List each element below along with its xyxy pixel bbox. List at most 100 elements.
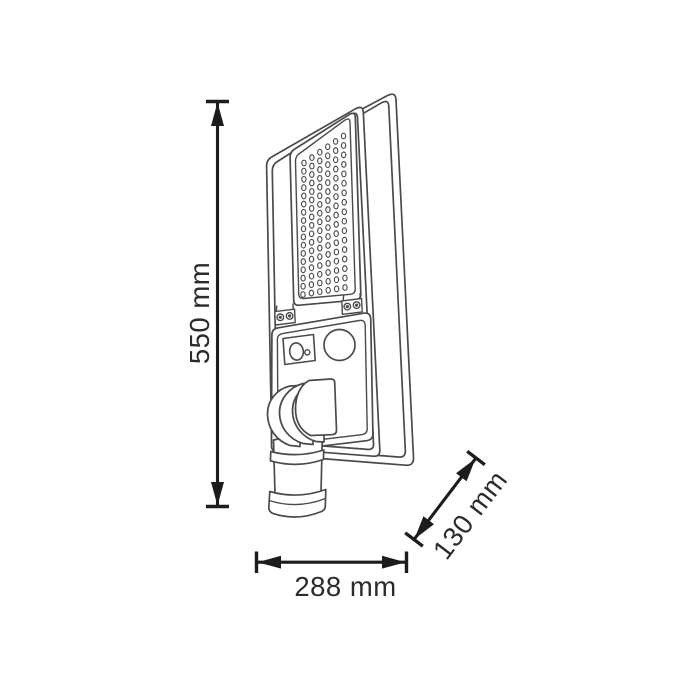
led-dot bbox=[301, 167, 307, 175]
depth-label: 130 mm bbox=[427, 465, 514, 565]
led-dot bbox=[317, 227, 323, 235]
switch-button bbox=[288, 342, 305, 361]
led-dot bbox=[308, 213, 315, 221]
led-dot bbox=[325, 170, 331, 178]
depth-extension-cap-upper bbox=[466, 449, 486, 467]
led-dot bbox=[333, 276, 340, 284]
dimension-width: 288 mm bbox=[254, 551, 409, 602]
led-dot bbox=[301, 184, 307, 192]
led-dot bbox=[308, 204, 315, 212]
led-dot bbox=[317, 201, 323, 208]
led-dot bbox=[317, 166, 323, 174]
led-dot bbox=[325, 242, 331, 249]
led-dot bbox=[300, 258, 307, 266]
width-label: 288 mm bbox=[294, 571, 396, 602]
led-dot bbox=[341, 236, 348, 244]
led-dot bbox=[324, 143, 331, 151]
led-dot bbox=[317, 235, 323, 243]
led-dot bbox=[341, 160, 347, 168]
led-dot bbox=[341, 198, 347, 206]
socket-top-ring bbox=[269, 449, 325, 466]
arrowhead-left-icon bbox=[257, 555, 281, 569]
led-dot bbox=[300, 282, 306, 290]
socket-flange-groove bbox=[268, 497, 326, 506]
led-dot bbox=[317, 270, 323, 278]
led-dot bbox=[332, 137, 339, 145]
led-dot bbox=[300, 217, 307, 224]
led-dot bbox=[300, 225, 307, 233]
led-dot bbox=[317, 244, 323, 252]
led-dot bbox=[317, 174, 323, 182]
led-dot bbox=[317, 157, 323, 165]
led-dot bbox=[317, 279, 323, 287]
led-dot bbox=[325, 233, 331, 240]
led-dot bbox=[317, 262, 323, 269]
led-dot-grid bbox=[300, 132, 348, 298]
led-dot bbox=[309, 179, 315, 187]
led-dot bbox=[341, 170, 347, 178]
led-dot bbox=[342, 265, 348, 273]
led-dot bbox=[341, 255, 348, 263]
led-dot bbox=[317, 209, 323, 217]
led-dot bbox=[333, 211, 339, 219]
led-dot bbox=[340, 151, 347, 159]
led-dot bbox=[309, 154, 315, 162]
led-dot bbox=[309, 188, 315, 195]
led-dot bbox=[317, 183, 323, 191]
led-dot bbox=[317, 192, 323, 200]
elbow-arm bbox=[294, 378, 338, 437]
screw-center-dot bbox=[345, 305, 349, 309]
led-dot bbox=[333, 220, 339, 228]
led-dot bbox=[301, 159, 307, 167]
led-dot bbox=[317, 253, 323, 261]
led-dot bbox=[300, 274, 306, 282]
led-dot bbox=[301, 175, 307, 183]
led-dot bbox=[308, 289, 315, 297]
led-dot bbox=[308, 221, 315, 229]
led-dot bbox=[317, 288, 323, 296]
led-dot bbox=[340, 142, 347, 149]
led-dot bbox=[341, 189, 347, 197]
height-label: 550 mm bbox=[184, 262, 215, 364]
led-dot bbox=[300, 241, 307, 249]
screw-center-dot bbox=[355, 303, 359, 307]
arrowhead-right-icon bbox=[382, 555, 406, 569]
led-dot bbox=[333, 267, 340, 274]
led-dot bbox=[317, 148, 323, 156]
led-dot bbox=[341, 217, 348, 225]
led-dot bbox=[325, 215, 331, 223]
led-dot bbox=[308, 264, 315, 272]
led-dot bbox=[325, 250, 331, 258]
led-dot bbox=[333, 193, 339, 201]
led-dot bbox=[332, 156, 339, 164]
motion-sensor bbox=[323, 328, 356, 362]
led-dot bbox=[308, 281, 315, 289]
left-tab-bracket-line bbox=[275, 305, 278, 312]
led-dot bbox=[333, 257, 340, 265]
led-dot bbox=[308, 230, 315, 238]
led-dot bbox=[333, 184, 339, 191]
led-dot bbox=[325, 259, 331, 267]
led-dot bbox=[341, 246, 348, 254]
led-dot bbox=[324, 152, 331, 160]
led-dot bbox=[325, 206, 331, 214]
dimension-depth: 130 mm bbox=[404, 449, 514, 565]
screw-center-dot bbox=[288, 314, 292, 318]
led-dot bbox=[325, 197, 331, 205]
led-dot bbox=[308, 247, 315, 255]
depth-extension-cap-lower bbox=[404, 531, 424, 548]
led-dot bbox=[325, 161, 331, 169]
led-panel-inner-frame bbox=[294, 118, 356, 300]
led-dot bbox=[325, 224, 331, 231]
arrowhead-down-left-icon bbox=[414, 516, 434, 539]
arrowhead-up-icon bbox=[211, 102, 224, 126]
led-dot bbox=[342, 274, 348, 282]
elbow-joint bbox=[266, 378, 338, 448]
led-dot bbox=[325, 179, 331, 187]
led-dot bbox=[341, 179, 347, 187]
led-dot bbox=[333, 230, 339, 238]
led-dot bbox=[300, 200, 307, 208]
led-dot bbox=[300, 208, 307, 216]
led-dot bbox=[308, 255, 315, 263]
